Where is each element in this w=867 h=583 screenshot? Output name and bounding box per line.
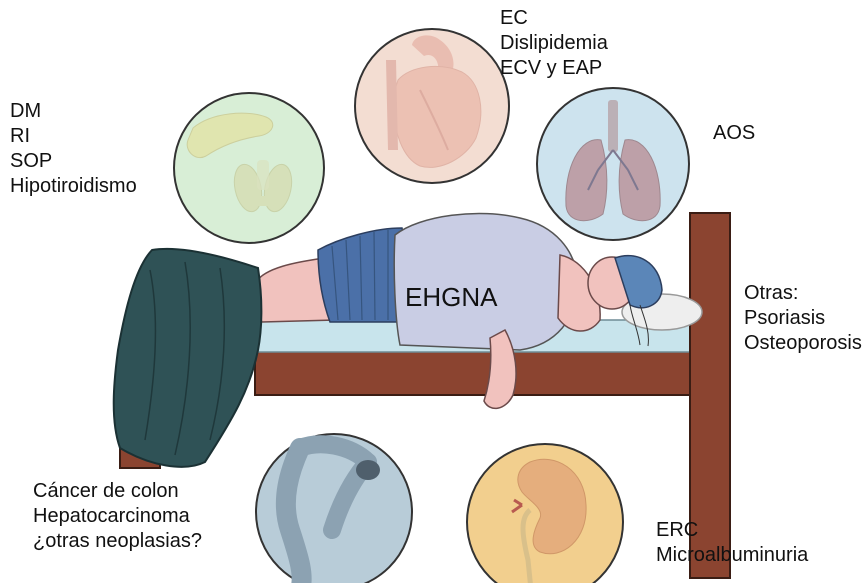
label-aos: AOS xyxy=(713,121,755,146)
blanket xyxy=(114,249,262,467)
metabolic-labels: DM RI SOP Hipotiroidismo xyxy=(10,99,137,199)
label-otras-neoplasias: ¿otras neoplasias? xyxy=(33,529,202,554)
cardio-circle xyxy=(355,29,509,183)
label-cancer-colon: Cáncer de colon xyxy=(33,479,202,504)
label-osteoporosis: Osteoporosis xyxy=(744,331,862,356)
label-psoriasis: Psoriasis xyxy=(744,306,862,331)
label-dm: DM xyxy=(10,99,137,124)
respiratory-circle xyxy=(537,88,689,240)
bed-rail xyxy=(255,350,693,395)
respiratory-labels: AOS xyxy=(713,121,755,146)
label-hipotiroidismo: Hipotiroidismo xyxy=(10,174,137,199)
renal-circle xyxy=(467,444,623,583)
label-hepatocarcinoma: Hepatocarcinoma xyxy=(33,504,202,529)
metabolic-circle xyxy=(174,93,324,243)
label-microalbuminuria: Microalbuminuria xyxy=(656,543,808,568)
label-ri: RI xyxy=(10,124,137,149)
label-otras: Otras: xyxy=(744,281,862,306)
cardio-labels: EC Dislipidemia ECV y EAP xyxy=(500,6,608,81)
label-ec: EC xyxy=(500,6,608,31)
renal-labels: ERC Microalbuminuria xyxy=(656,518,808,568)
oncology-circle xyxy=(256,434,412,583)
oncology-labels: Cáncer de colon Hepatocarcinoma ¿otras n… xyxy=(33,479,202,554)
label-erc: ERC xyxy=(656,518,808,543)
label-sop: SOP xyxy=(10,149,137,174)
other-labels: Otras: Psoriasis Osteoporosis xyxy=(744,281,862,356)
label-dislipidemia: Dislipidemia xyxy=(500,31,608,56)
center-label: EHGNA xyxy=(405,282,497,312)
label-ecv-eap: ECV y EAP xyxy=(500,56,608,81)
